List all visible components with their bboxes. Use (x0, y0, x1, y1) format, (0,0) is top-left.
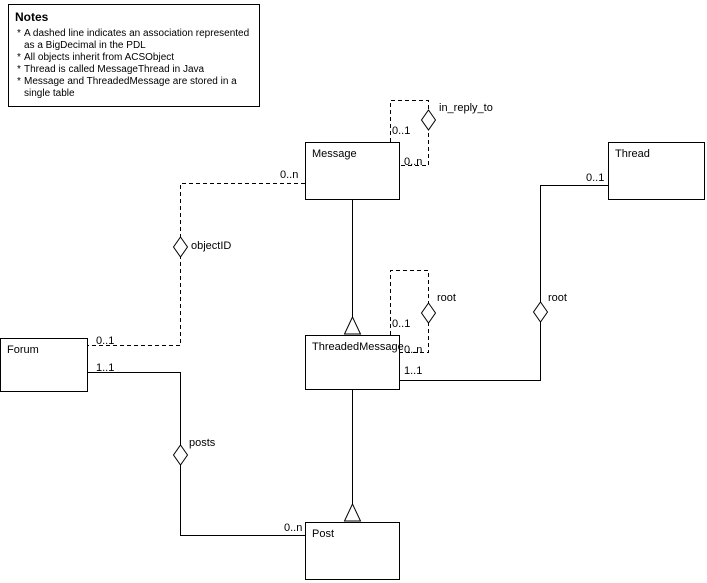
bullet-icon: * (17, 28, 21, 39)
thread-root-diamond (532, 301, 549, 323)
note-text: A dashed line indicates an association r… (24, 28, 250, 51)
multiplicity-message-self-right: 0..n (404, 156, 423, 168)
association-label-root-self: root (437, 292, 456, 304)
entity-threadedmessage-label: ThreadedMessage (312, 341, 404, 353)
multiplicity-thread-root: 0..1 (586, 172, 605, 184)
multiplicity-forum-objectid: 0..1 (96, 335, 115, 347)
note-item: * A dashed line indicates an association… (15, 28, 253, 52)
multiplicity-message-self-top: 0..1 (392, 125, 411, 137)
bullet-icon: * (17, 52, 21, 63)
note-text: Message and ThreadedMessage are stored i… (24, 76, 237, 99)
in-reply-to-diamond (420, 109, 437, 131)
root-self-diamond (420, 302, 437, 324)
entity-post-label: Post (312, 528, 335, 540)
entity-thread-label: Thread (615, 148, 650, 160)
note-item: * Message and ThreadedMessage are stored… (15, 76, 253, 100)
entity-message: Message (305, 142, 400, 200)
notes-box: Notes * A dashed line indicates an assoc… (8, 4, 260, 107)
thread-root-association-line (400, 185, 608, 381)
multiplicity-post-posts: 0..n (284, 522, 303, 534)
multiplicity-tm-root: 1..1 (404, 365, 423, 377)
objectid-association-line (88, 183, 305, 346)
entity-post: Post (305, 522, 400, 580)
entity-forum: Forum (0, 338, 88, 392)
notes-title: Notes (15, 10, 49, 24)
entity-forum-label: Forum (7, 344, 39, 356)
note-item: * All objects inherit from ACSObject (15, 52, 253, 64)
association-label-posts: posts (189, 437, 216, 449)
forum-posts-association-line (88, 372, 305, 536)
association-label-in-reply-to: in_reply_to (439, 102, 493, 114)
objectid-diamond (172, 236, 189, 258)
bullet-icon: * (17, 64, 21, 75)
note-text: All objects inherit from ACSObject (24, 52, 175, 63)
entity-thread: Thread (608, 142, 705, 200)
multiplicity-message-objectid: 0..n (280, 169, 299, 181)
multiplicity-tm-self-right: 0..n (404, 344, 423, 356)
posts-diamond (172, 444, 189, 466)
note-item: * Thread is called MessageThread in Java (15, 64, 253, 76)
association-label-root-thread: root (548, 292, 567, 304)
multiplicity-forum-posts: 1..1 (96, 362, 115, 374)
entity-message-label: Message (312, 148, 357, 160)
multiplicity-tm-self-top: 0..1 (392, 318, 411, 330)
generalization-triangle-post (343, 502, 362, 522)
generalization-triangle-threadedmessage (343, 315, 362, 335)
note-text: Thread is called MessageThread in Java (24, 64, 205, 75)
entity-threadedmessage: ThreadedMessage (305, 335, 404, 390)
bullet-icon: * (17, 76, 21, 87)
association-label-objectid: objectID (191, 240, 232, 252)
